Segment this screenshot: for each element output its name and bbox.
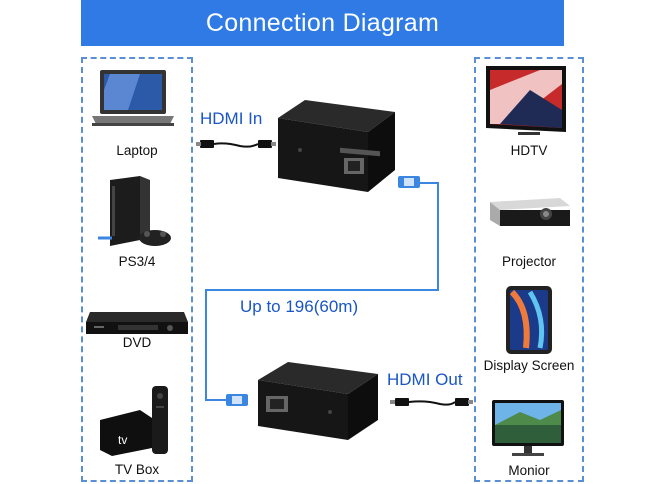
rj45-connector-tx xyxy=(398,176,420,188)
diagram-title: Connection Diagram xyxy=(81,0,564,46)
laptop-icon xyxy=(92,70,174,126)
hdmi-receiver xyxy=(258,362,378,440)
game-console-icon xyxy=(98,176,171,246)
hdmi-out-label: HDMI Out xyxy=(387,370,463,389)
projector-icon xyxy=(490,198,570,226)
rj45-connector-rx xyxy=(226,394,248,406)
display-devices-panel xyxy=(474,57,584,482)
source-label-ps34: PS3/4 xyxy=(118,254,156,269)
display-label-hdtv: HDTV xyxy=(510,143,548,158)
hdmi-out-cable xyxy=(390,398,473,406)
distance-label: Up to 196(60m) xyxy=(240,297,359,316)
hdmi-transmitter xyxy=(278,100,395,192)
hdtv-icon xyxy=(486,66,566,135)
source-label-dvd: DVD xyxy=(122,335,152,350)
hdmi-in-label: HDMI In xyxy=(200,109,263,128)
source-devices-panel xyxy=(81,57,193,482)
source-label-laptop: Laptop xyxy=(116,143,158,158)
display-label-display-screen: Display Screen xyxy=(483,358,575,373)
source-label-tvbox: TV Box xyxy=(114,462,160,477)
display-label-projector: Projector xyxy=(501,254,557,269)
tablet-icon xyxy=(506,286,552,354)
display-label-monitor: Monior xyxy=(508,463,550,478)
monitor-icon xyxy=(492,400,564,456)
hdmi-in-cable xyxy=(196,140,276,148)
dvd-player-icon xyxy=(86,312,188,334)
tv-box-icon: tv xyxy=(100,386,168,456)
network-cable xyxy=(205,182,439,401)
svg-text:tv: tv xyxy=(118,433,127,447)
